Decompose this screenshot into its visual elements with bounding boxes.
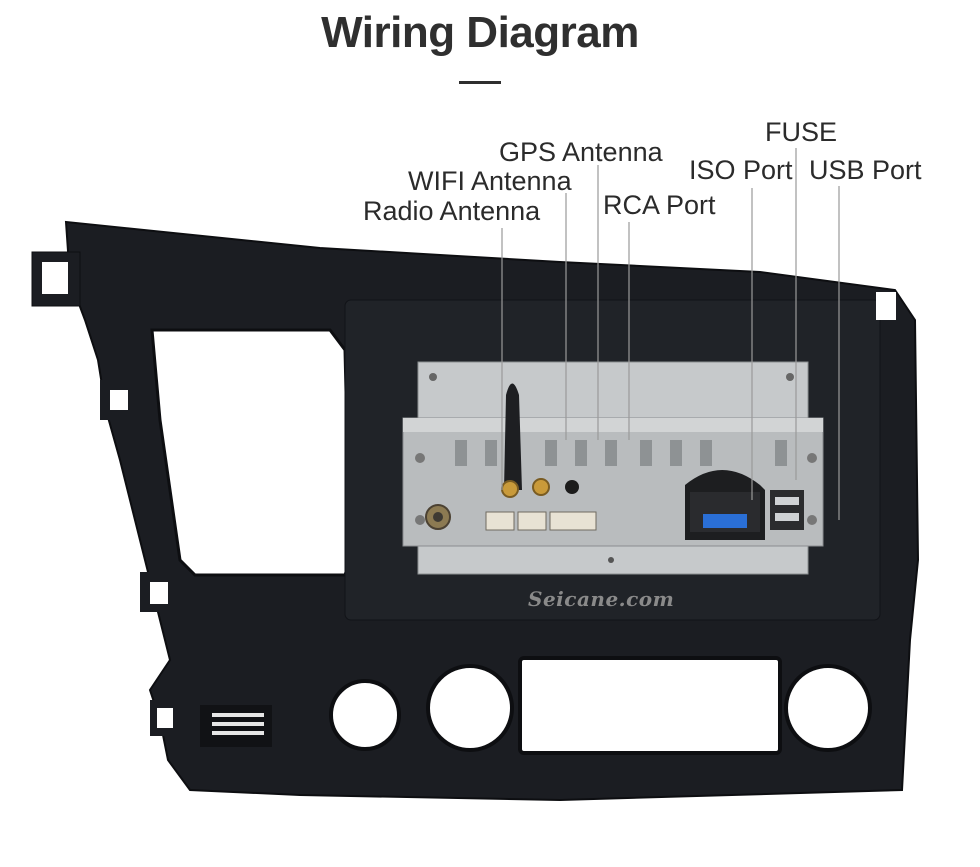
head-unit-chassis	[402, 361, 824, 575]
gps-antenna-label: GPS Antenna	[499, 137, 663, 167]
callout-lines	[501, 148, 840, 520]
wifi-antenna-label: WIFI Antenna	[408, 166, 572, 196]
wifi-antenna-stub	[504, 383, 522, 490]
gold-connectors	[501, 478, 550, 498]
brand-watermark: Seicane.com	[528, 587, 675, 611]
diagram-title: Wiring Diagram	[321, 8, 639, 57]
fuse-label: FUSE	[765, 117, 838, 147]
title-underline	[459, 81, 501, 84]
usb-port-label: USB Port	[809, 155, 922, 185]
iso-port-label: ISO Port	[689, 155, 793, 185]
rca-port-label: RCA Port	[603, 190, 716, 220]
radio-antenna-label: Radio Antenna	[363, 196, 541, 226]
